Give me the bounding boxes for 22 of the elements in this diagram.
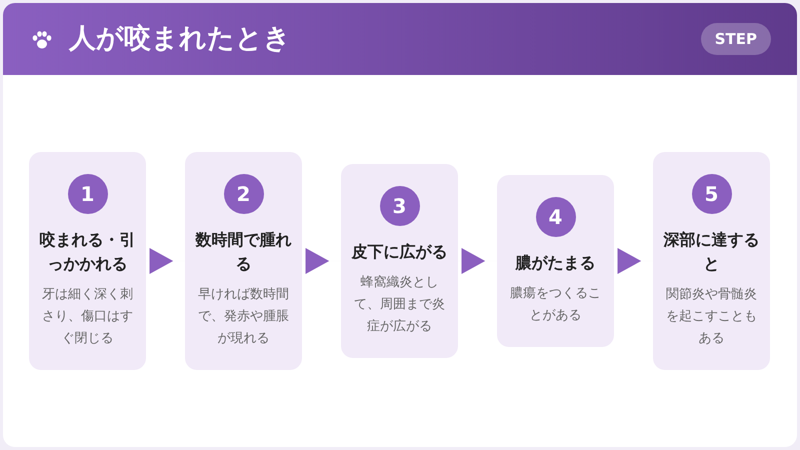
step-number: 3: [380, 186, 420, 226]
step-number: 4: [536, 197, 576, 237]
step-card: [29, 152, 146, 370]
step-card: [185, 152, 302, 370]
step-heading: 膿がたまる: [514, 252, 596, 274]
step-number: 5: [692, 174, 732, 214]
step-card: [653, 152, 770, 370]
step-number: 1: [68, 174, 108, 214]
step-description: 蜂窩織炎として、周囲まで炎症が広がる: [353, 274, 446, 336]
step-heading: 皮下に広がる: [350, 241, 448, 263]
step-heading: 数時間で腫れる: [194, 229, 292, 275]
step-description: 早ければ数時間で、発赤や腫脹が現れる: [197, 286, 290, 348]
step-description: 関節炎や骨髄炎を起こすこともある: [665, 286, 758, 348]
step-badge: STEP: [700, 23, 771, 55]
step-card: [341, 164, 458, 358]
step-description: 牙は細く深く刺さり、傷口はすぐ閉じる: [41, 286, 134, 348]
title: 人が咬まれたとき: [69, 22, 291, 56]
step-heading: 咬まれる・引っかかれる: [38, 229, 136, 275]
step-heading: 深部に達すると: [662, 229, 760, 275]
step-description: 膿瘍をつくることがある: [509, 285, 602, 325]
step-card: [497, 175, 614, 347]
step-number: 2: [224, 174, 264, 214]
